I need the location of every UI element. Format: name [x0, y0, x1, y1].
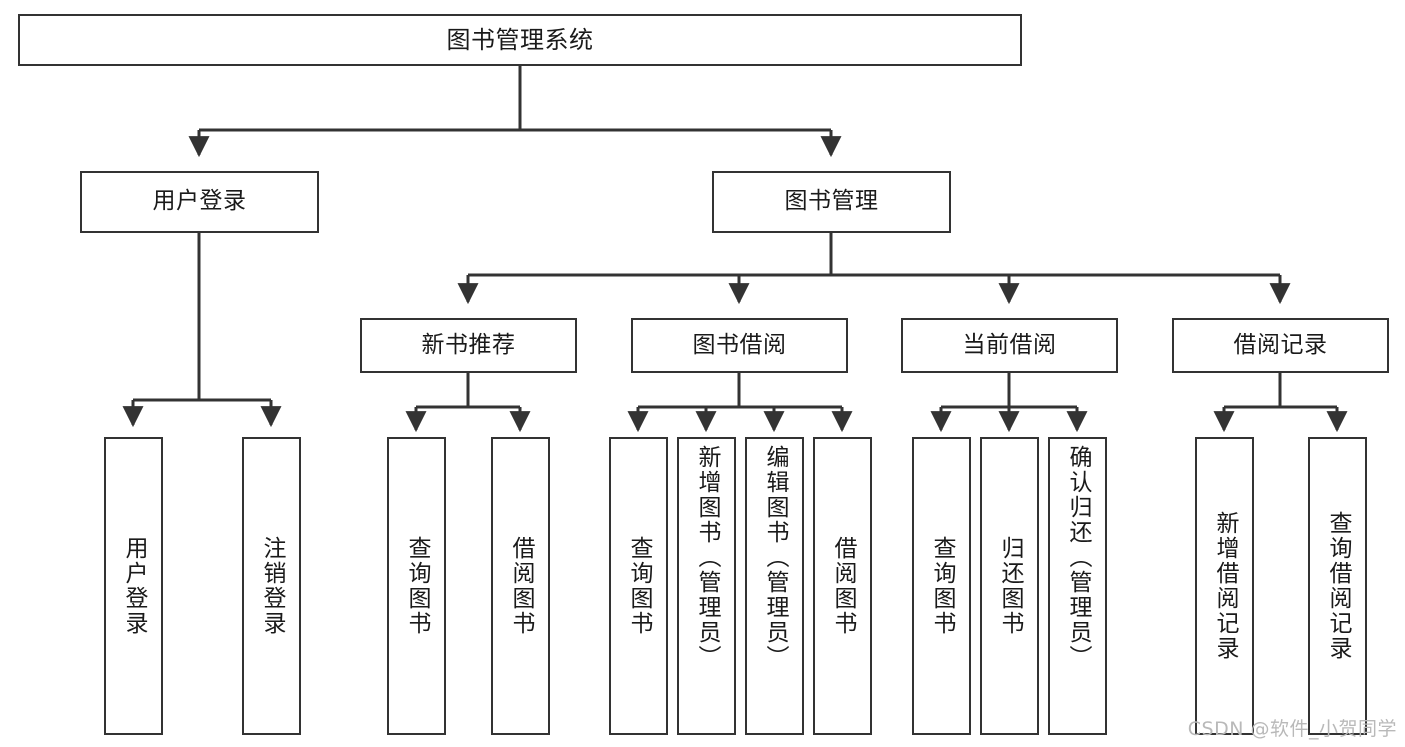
node-leaf-borrow-book-1[interactable]: 借阅图书	[491, 437, 550, 735]
node-leaf-edit-book-label: 编辑图书（管理员）	[762, 445, 788, 670]
node-root-label: 图书管理系统	[446, 25, 594, 54]
node-leaf-query-record[interactable]: 查询借阅记录	[1308, 437, 1367, 735]
node-borrow-record-label: 借阅记录	[1233, 331, 1328, 358]
node-leaf-confirm-return[interactable]: 确认归还（管理员）	[1048, 437, 1107, 735]
node-book-management[interactable]: 图书管理	[712, 171, 951, 233]
node-leaf-add-record[interactable]: 新增借阅记录	[1195, 437, 1254, 735]
node-book-borrow-label: 图书借阅	[692, 331, 787, 358]
node-borrow-record[interactable]: 借阅记录	[1172, 318, 1389, 373]
node-leaf-borrow-book-2-label: 借阅图书	[830, 536, 856, 636]
node-current-borrow-label: 当前借阅	[962, 331, 1057, 358]
node-leaf-confirm-return-label: 确认归还（管理员）	[1065, 445, 1091, 670]
node-new-book-recommend-label: 新书推荐	[421, 331, 516, 358]
node-leaf-query-book-2-label: 查询图书	[626, 536, 652, 636]
node-new-book-recommend[interactable]: 新书推荐	[360, 318, 577, 373]
node-leaf-borrow-book-1-label: 借阅图书	[508, 536, 534, 636]
node-leaf-query-book-1[interactable]: 查询图书	[387, 437, 446, 735]
node-leaf-return-book-label: 归还图书	[997, 536, 1023, 636]
node-leaf-query-book-2[interactable]: 查询图书	[609, 437, 668, 735]
node-book-management-label: 图书管理	[784, 188, 879, 215]
node-leaf-query-record-label: 查询借阅记录	[1325, 511, 1351, 661]
node-book-borrow[interactable]: 图书借阅	[631, 318, 848, 373]
node-leaf-logout[interactable]: 注销登录	[242, 437, 301, 735]
node-leaf-add-book-label: 新增图书（管理员）	[694, 445, 720, 670]
watermark: CSDN @软件_小贺同学	[1187, 718, 1397, 740]
node-root[interactable]: 图书管理系统	[18, 14, 1022, 66]
node-leaf-return-book[interactable]: 归还图书	[980, 437, 1039, 735]
node-user-login-label: 用户登录	[152, 188, 247, 215]
node-leaf-add-book[interactable]: 新增图书（管理员）	[677, 437, 736, 735]
node-current-borrow[interactable]: 当前借阅	[901, 318, 1118, 373]
node-leaf-edit-book[interactable]: 编辑图书（管理员）	[745, 437, 804, 735]
node-leaf-add-record-label: 新增借阅记录	[1212, 511, 1238, 661]
node-user-login[interactable]: 用户登录	[80, 171, 319, 233]
node-leaf-query-book-1-label: 查询图书	[404, 536, 430, 636]
node-leaf-query-book-3-label: 查询图书	[929, 536, 955, 636]
node-leaf-user-login[interactable]: 用户登录	[104, 437, 163, 735]
node-leaf-logout-label: 注销登录	[259, 536, 285, 636]
node-leaf-query-book-3[interactable]: 查询图书	[912, 437, 971, 735]
node-leaf-borrow-book-2[interactable]: 借阅图书	[813, 437, 872, 735]
node-leaf-user-login-label: 用户登录	[121, 536, 147, 636]
